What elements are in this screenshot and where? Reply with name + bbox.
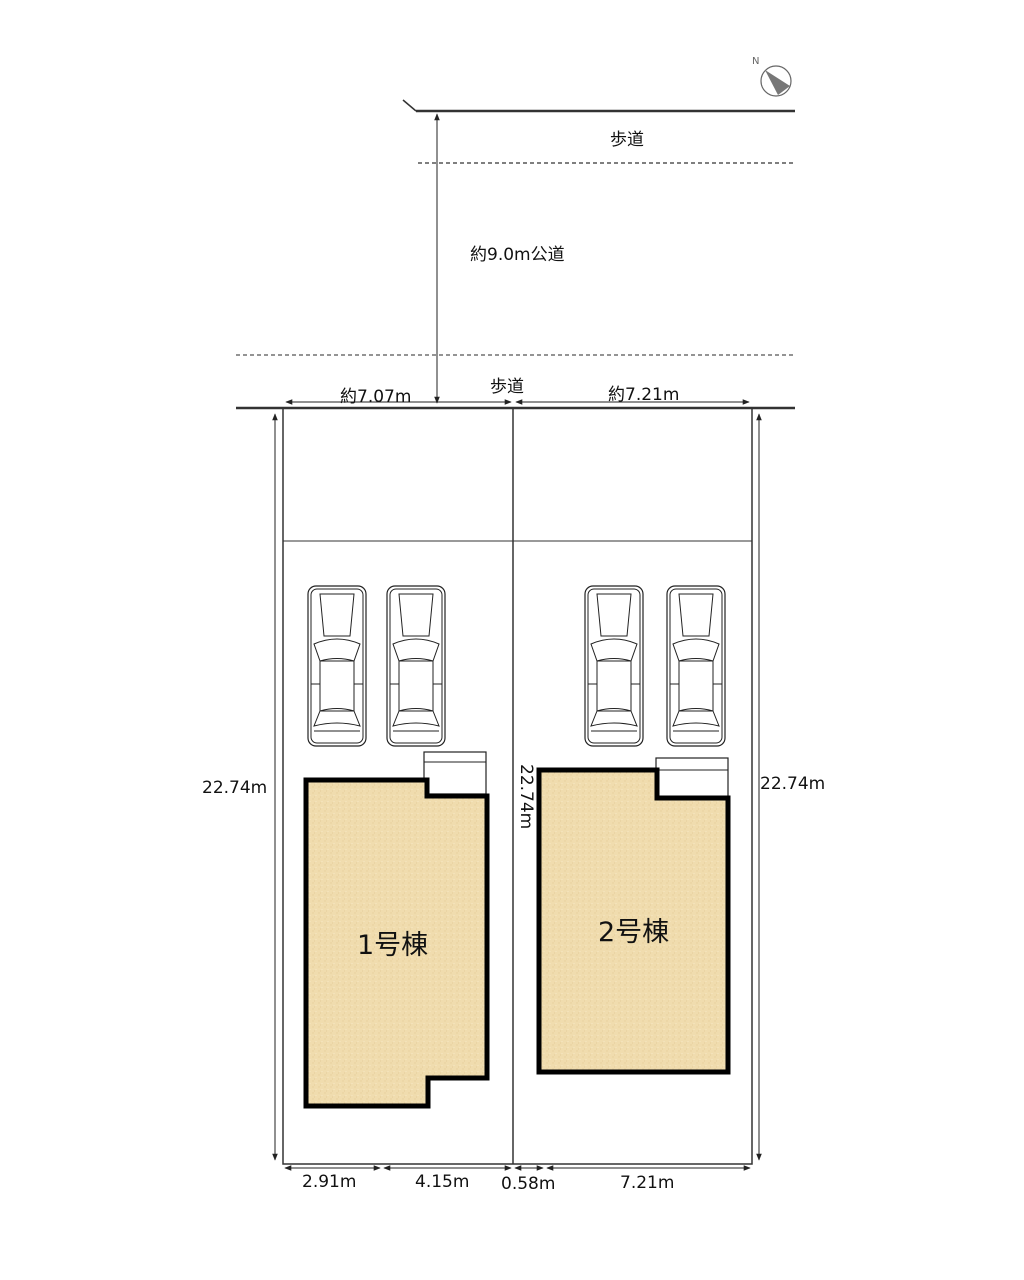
depth-left-dim: 22.74m (202, 778, 268, 798)
depth-right-dim: 22.74m (760, 774, 826, 794)
north-arrow-icon (760, 65, 792, 97)
car-icon (307, 585, 367, 747)
bottom-dim-3: 0.58m (501, 1174, 556, 1194)
car-icon (666, 585, 726, 747)
sidewalk-bottom-label: 歩道 (490, 377, 524, 397)
road-width-label: 約9.0m公道 (470, 245, 565, 265)
bottom-dim-2: 4.15m (415, 1172, 470, 1192)
car-icon (584, 585, 644, 747)
building-1-footprint (303, 777, 490, 1109)
building-1-label: 1号棟 (357, 930, 429, 961)
lot2-frontage-dim: 約7.21m (608, 385, 680, 405)
sidewalk-top-label: 歩道 (610, 130, 644, 150)
car-icon (386, 585, 446, 747)
building-2-label: 2号棟 (598, 917, 670, 948)
building-2-footprint (536, 767, 731, 1075)
compass-north-label: N (752, 56, 760, 67)
depth-middle-dim: 22.74m (516, 764, 536, 830)
lot1-frontage-dim: 約7.07m (340, 387, 412, 407)
bottom-dim-4: 7.21m (620, 1173, 675, 1193)
bottom-dim-1: 2.91m (302, 1172, 357, 1192)
